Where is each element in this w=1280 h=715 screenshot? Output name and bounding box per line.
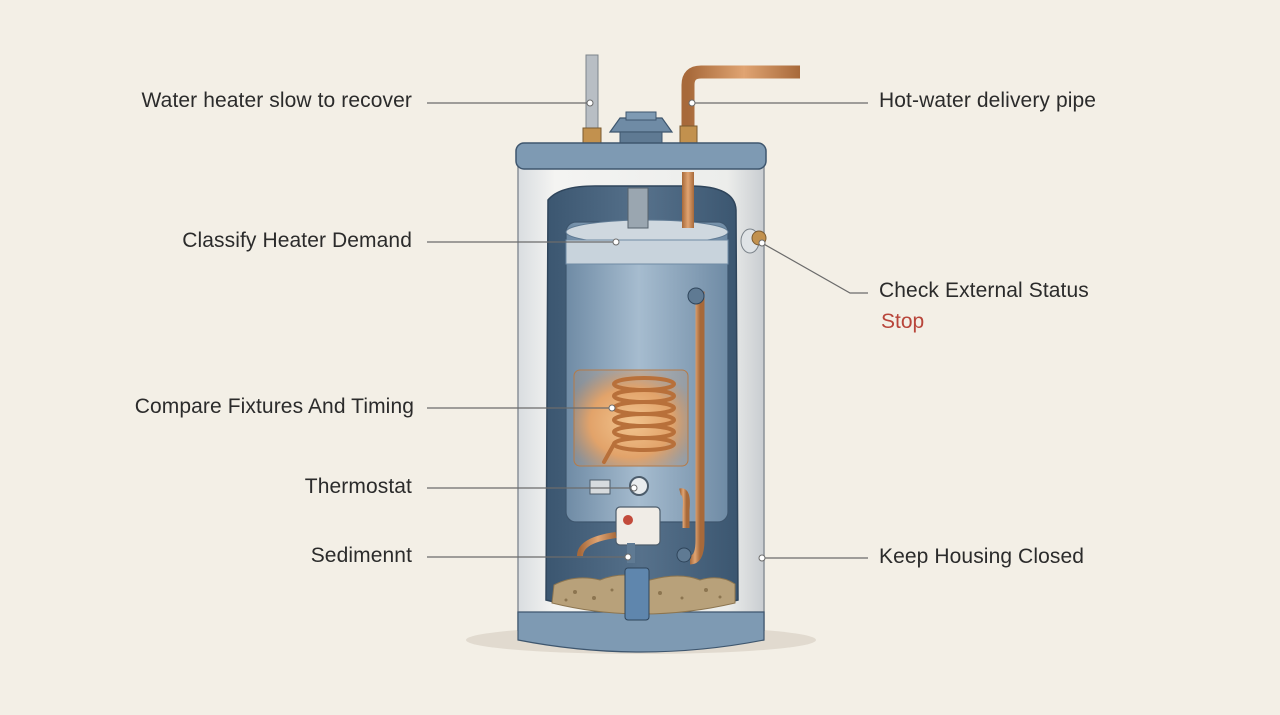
pipe-port [687,287,705,305]
burner-unit [624,567,650,621]
cold-water-pipe [585,54,599,131]
leader-lines-right [692,102,868,559]
return-pipe [689,291,705,565]
sediment-flecks [564,588,722,602]
valve-knob [623,515,633,525]
leader-dots-right [688,99,766,562]
gas-line [577,532,617,557]
label-keep-housing-closed: Keep Housing Closed [879,545,1085,568]
label-hot-water-delivery-pipe: Hot-water delivery pipe [879,89,1097,112]
hot-water-pipe [681,65,800,140]
heating-chamber [573,369,689,467]
base-band [517,611,765,653]
label-thermostat: Thermostat [304,475,412,498]
status-stop: Stop [881,310,925,333]
thermostat-line [679,488,690,528]
dip-tube [682,172,694,228]
label-water-heater-slow-to-recover: Water heater slow to recover [141,89,412,112]
heating-coil [602,376,676,464]
label-check-external-status: Check External Status [879,279,1089,302]
control-valve [615,506,661,546]
drain-port [676,547,692,563]
inner-tank-band [565,239,729,265]
leader-dots-left [586,99,638,561]
label-compare-fixtures-and-timing: Compare Fixtures And Timing [134,395,414,418]
leader-lines-left [427,102,632,558]
burner-riser [627,543,635,563]
flue-top [625,111,657,121]
top-lid [515,142,767,170]
cold-pipe-fitting [582,127,602,145]
label-sediment: Sedimennt [310,544,412,567]
flue-rod [627,187,649,229]
hot-pipe-fitting [679,125,698,145]
label-classify-heater-demand: Classify Heater Demand [182,229,412,252]
thermostat-box [589,479,611,495]
